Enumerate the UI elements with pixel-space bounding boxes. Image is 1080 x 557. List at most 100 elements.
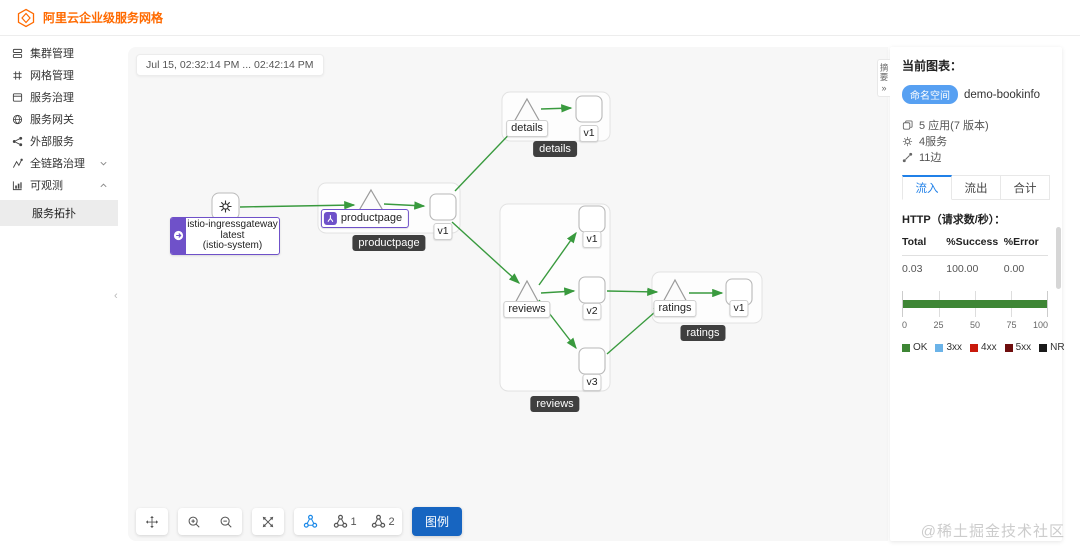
label-reviews-v1[interactable]: v1 — [582, 231, 602, 248]
col-total: Total — [902, 236, 927, 248]
tick-100: 100 — [1032, 320, 1048, 330]
sidebar-item-tracing[interactable]: 全链路治理 — [0, 152, 118, 174]
tab-outbound[interactable]: 流出 — [952, 175, 1001, 200]
panel-scrollbar[interactable] — [1056, 227, 1061, 289]
edge-reviews-v2 — [540, 287, 576, 296]
zoom-out-icon — [220, 516, 232, 528]
zoom-out-button[interactable] — [210, 508, 242, 535]
sidebar-label: 服务治理 — [30, 92, 74, 104]
legend-5xx-swatch — [1004, 343, 1013, 352]
asm-logo-icon — [17, 8, 35, 27]
traffic-tabs: 流入 流出 合计 — [902, 175, 1050, 200]
layout-default-button[interactable] — [294, 508, 326, 535]
chevron-down-icon — [100, 161, 107, 165]
node-istio-ingressgateway[interactable] — [211, 192, 240, 221]
sidebar-label: 全链路治理 — [30, 158, 85, 170]
legend-4xx-label: 4xx — [981, 342, 997, 353]
badge-productpage: productpage — [352, 235, 426, 251]
label-ratings[interactable]: ratings — [653, 300, 697, 317]
legend-nr-swatch — [1039, 343, 1048, 352]
chevron-up-icon — [100, 183, 107, 187]
chart-plot-area — [902, 291, 1048, 317]
expand-icon — [262, 516, 274, 527]
gateway-workload-icon — [219, 200, 232, 213]
gateway-namespace: (istio-system) — [202, 240, 263, 251]
gateway-strip — [171, 218, 186, 254]
app-header: 阿里云企业级服务网格 — [0, 0, 1080, 36]
node-productpage-v1[interactable] — [429, 193, 457, 221]
legend-3xx-swatch — [935, 343, 944, 352]
zoom-in-button[interactable] — [178, 508, 210, 535]
edges-icon — [902, 152, 913, 162]
label-details[interactable]: details — [506, 120, 548, 137]
node-reviews-v2[interactable] — [578, 276, 606, 304]
summary-panel: 摘要 » 当前图表： 命名空间 demo-bookinfo 5 应用(7 版本)… — [877, 47, 1065, 541]
legend-ok: OK — [902, 342, 927, 353]
mesh-grid-icon — [13, 70, 22, 80]
group-box-reviews[interactable] — [499, 203, 611, 392]
label-ratings-v1[interactable]: v1 — [729, 300, 749, 317]
legend-button[interactable]: 图例 — [412, 507, 463, 536]
tab-inbound[interactable]: 流入 — [902, 175, 952, 200]
legend-ok-swatch — [902, 343, 910, 352]
edge-reviews-v1 — [538, 231, 577, 286]
panel-handle-label: 摘要 — [879, 63, 889, 82]
layout-2-number: 2 — [388, 515, 395, 528]
col-error: %Error — [1003, 236, 1039, 248]
sidebar-item-gateway[interactable]: 服务网关 — [0, 108, 118, 130]
pan-icon — [145, 515, 159, 528]
service-governance-icon — [12, 92, 23, 102]
layout-1-button[interactable]: 1 — [326, 508, 364, 535]
node-details-v1[interactable] — [575, 95, 603, 123]
label-reviews-v2[interactable]: v2 — [582, 303, 602, 320]
legend-nr: NR — [1039, 342, 1065, 353]
badge-details: details — [533, 141, 577, 157]
layout-2-button[interactable]: 2 — [364, 508, 402, 535]
sidebar-item-governance[interactable]: 服务治理 — [0, 86, 118, 108]
val-error: 0.00 — [1003, 263, 1025, 275]
edge-productpage-v1 — [383, 201, 426, 210]
legend-5xx: 5xx — [1004, 342, 1031, 353]
sidebar-collapse-handle[interactable]: ‹ — [114, 290, 118, 302]
sidebar-item-observability[interactable]: 可观测 — [0, 174, 118, 196]
edge-details-v1 — [540, 104, 573, 113]
stat-services: 4服务 — [902, 133, 1052, 149]
label-istio-ingressgateway[interactable]: istio-ingressgateway latest (istio-syste… — [170, 217, 280, 255]
namespace-row: 命名空间 demo-bookinfo — [902, 85, 1052, 104]
label-details-v1[interactable]: v1 — [579, 125, 599, 142]
tracing-icon — [12, 158, 23, 168]
panel-collapse-handle[interactable]: 摘要 » — [877, 59, 890, 97]
http-rate-title: HTTP（请求数/秒）： — [902, 214, 1006, 226]
sidebar-item-mesh[interactable]: 网格管理 — [0, 64, 118, 86]
label-reviews-v3[interactable]: v3 — [582, 374, 602, 391]
node-reviews-v3[interactable] — [578, 347, 606, 375]
label-productpage-v1[interactable]: v1 — [433, 223, 453, 240]
tab-total[interactable]: 合计 — [1001, 175, 1050, 200]
sidebar-sub-label: 服务拓扑 — [32, 208, 76, 220]
node-reviews-v1[interactable] — [578, 205, 606, 233]
fit-view-button[interactable] — [252, 508, 284, 535]
edge-gateway-productpage — [239, 200, 356, 210]
cluster-icon — [12, 48, 23, 58]
time-range-chip[interactable]: Jul 15, 02:32:14 PM ... 02:42:14 PM — [136, 54, 324, 76]
sidebar-item-external[interactable]: 外部服务 — [0, 130, 118, 152]
label-productpage[interactable]: productpage — [320, 209, 410, 228]
tick-0: 0 — [902, 320, 908, 330]
status-bar-chart: 0 25 50 75 100 OK 3xx 4xx 5xx NR — [902, 291, 1065, 353]
graph-layout-1-icon — [334, 514, 348, 528]
pan-button[interactable] — [136, 508, 168, 535]
chart-legend: OK 3xx 4xx 5xx NR — [902, 342, 1065, 353]
sidebar-label: 集群管理 — [30, 48, 74, 60]
sidebar-item-cluster[interactable]: 集群管理 — [0, 42, 118, 64]
topology-canvas[interactable]: Jul 15, 02:32:14 PM ... 02:42:14 PM — [128, 47, 888, 541]
http-rate-table: Total %Success %Error 0.03 100.00 0.00 — [902, 236, 1048, 275]
legend-4xx: 4xx — [970, 342, 997, 353]
edge-productpagev1-reviews — [451, 221, 521, 284]
traffic-edges — [239, 104, 724, 355]
sidebar-item-topology-active[interactable]: 服务拓扑 — [0, 200, 118, 226]
legend-ok-label: OK — [913, 342, 928, 353]
label-reviews[interactable]: reviews — [503, 301, 551, 318]
badge-reviews: reviews — [530, 396, 580, 412]
panel-collapse-arrow-icon: » — [881, 83, 887, 93]
legend-4xx-swatch — [970, 343, 979, 352]
